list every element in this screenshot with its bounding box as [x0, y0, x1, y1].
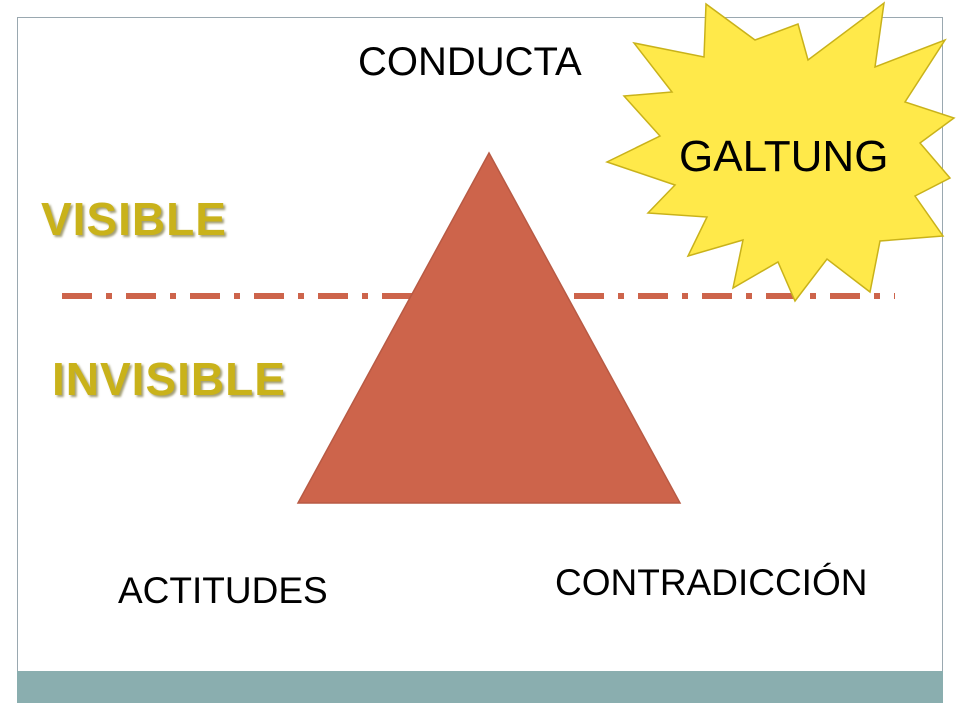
galtung-starburst — [605, 1, 956, 303]
footer-bar — [17, 671, 943, 703]
conducta-label: CONDUCTA — [358, 40, 582, 84]
contradiccion-label: CONTRADICCIÓN — [555, 562, 868, 603]
invisible-zone-label: INVISIBLE — [52, 353, 286, 405]
actitudes-label: ACTITUDES — [118, 570, 328, 611]
galtung-label: GALTUNG — [679, 132, 889, 181]
visible-zone-label: VISIBLE — [41, 193, 227, 245]
conflict-triangle — [296, 151, 682, 504]
